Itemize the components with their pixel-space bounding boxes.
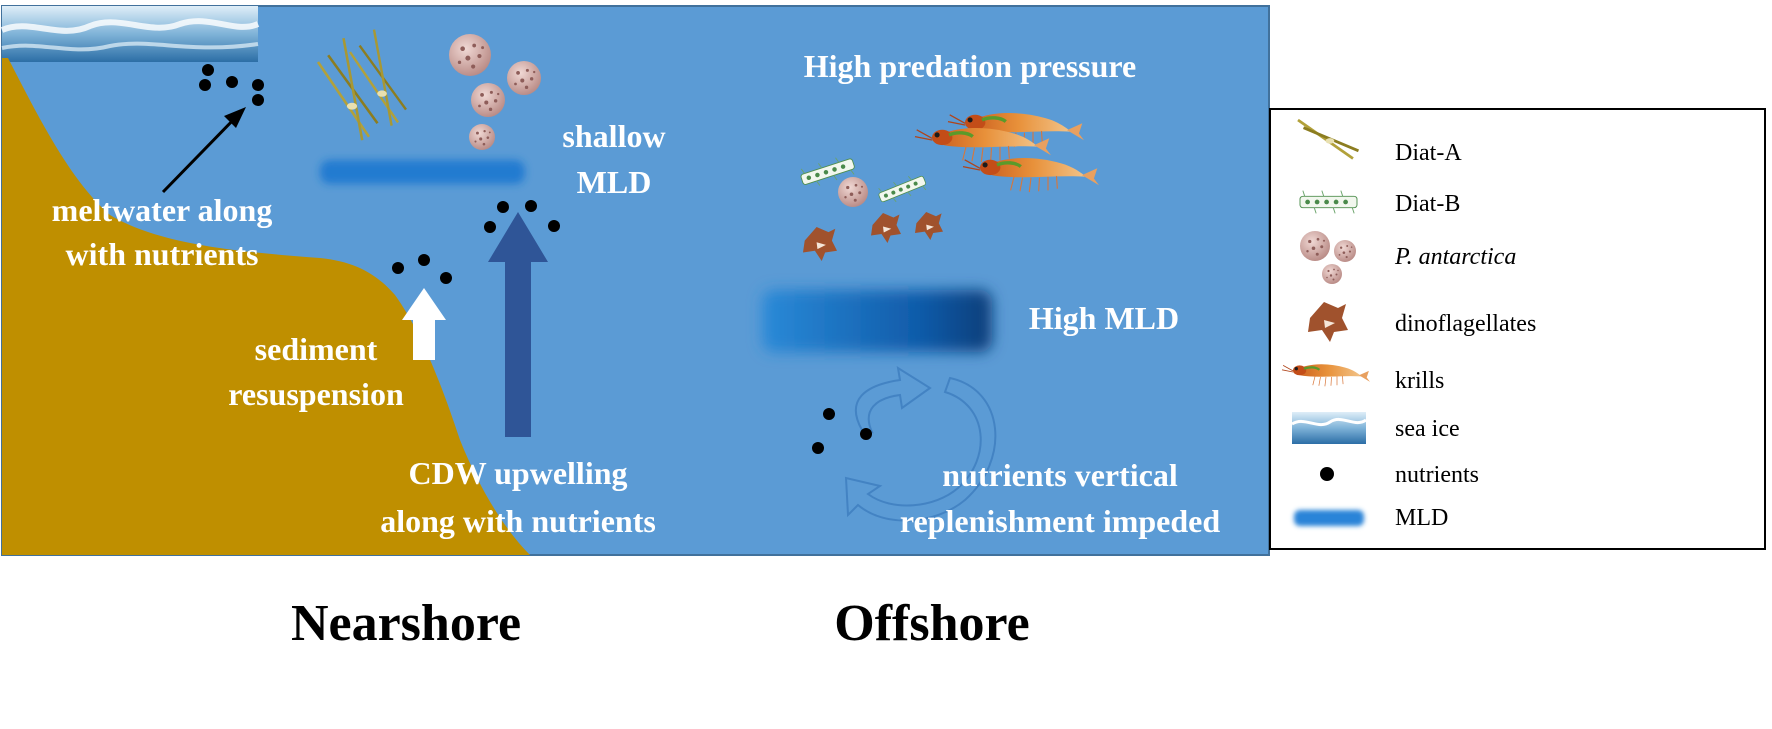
replenishment-label-line2: replenishment impeded	[900, 503, 1221, 539]
nutrient-dot-icon	[1320, 467, 1334, 481]
legend-label-mld: MLD	[1395, 505, 1448, 531]
legend-label-krills: krills	[1395, 368, 1444, 394]
shallow-mld-label-line2: MLD	[577, 164, 652, 200]
nutrient-dots	[199, 64, 872, 454]
meltwater-arrow	[161, 107, 246, 194]
sea-ice-graphic	[0, 6, 260, 62]
legend: Diat-A Diat-B P. antarctica dinoflagella…	[1269, 108, 1766, 550]
sediment-arrow	[402, 288, 446, 360]
nutrient-dot-icon	[199, 79, 211, 91]
nutrient-dot-icon	[497, 201, 509, 213]
meltwater-label-line2: with nutrients	[66, 236, 259, 272]
legend-label-diat-a: Diat-A	[1395, 140, 1462, 166]
legend-label-p-antarctica: P. antarctica	[1394, 244, 1516, 270]
nutrient-dot-icon	[860, 428, 872, 440]
shallow-mld-label-line1: shallow	[562, 118, 665, 154]
sea-ice-icon	[1291, 412, 1367, 444]
nutrient-dot-icon	[202, 64, 214, 76]
nutrient-dot-icon	[252, 94, 264, 106]
meltwater-label-line1: meltwater along	[52, 192, 273, 228]
high-mld-bar	[762, 290, 992, 352]
scene-labels: meltwater along with nutrients shallow M…	[52, 48, 1221, 539]
seabed-slope	[2, 58, 530, 555]
cdw-label-line1: CDW upwelling	[408, 455, 627, 491]
sediment-label-line1: sediment	[255, 331, 378, 367]
replenishment-label-line1: nutrients vertical	[942, 457, 1178, 493]
high-mld-label: High MLD	[1029, 300, 1179, 336]
nutrient-dot-icon	[252, 79, 264, 91]
offshore-title: Offshore	[834, 595, 1029, 652]
legend-label-diat-b: Diat-B	[1395, 191, 1460, 217]
phaeocystis-offshore	[838, 177, 868, 207]
sediment-label-line2: resuspension	[228, 376, 404, 412]
nutrient-dot-icon	[525, 200, 537, 212]
nutrient-dot-icon	[440, 272, 452, 284]
predation-label: High predation pressure	[804, 48, 1137, 84]
cdw-label-line2: along with nutrients	[380, 503, 656, 539]
cdw-upwelling-arrow	[488, 212, 548, 437]
nutrient-dot-icon	[812, 442, 824, 454]
nearshore-title: Nearshore	[291, 595, 521, 652]
nutrient-dot-icon	[392, 262, 404, 274]
nutrient-dot-icon	[226, 76, 238, 88]
nutrient-dot-icon	[484, 221, 496, 233]
diatom-a-icon	[1297, 118, 1360, 160]
mld-bar-icon	[1294, 510, 1364, 526]
legend-label-nutrients: nutrients	[1395, 462, 1479, 488]
legend-label-dinoflagellates: dinoflagellates	[1395, 311, 1536, 337]
legend-label-sea-ice: sea ice	[1395, 416, 1460, 442]
legend-box	[1269, 108, 1766, 550]
shallow-mld-bar	[320, 160, 525, 184]
nutrient-dot-icon	[418, 254, 430, 266]
nutrient-dot-icon	[823, 408, 835, 420]
circulation-arrows	[844, 365, 997, 522]
nutrient-dot-icon	[548, 220, 560, 232]
